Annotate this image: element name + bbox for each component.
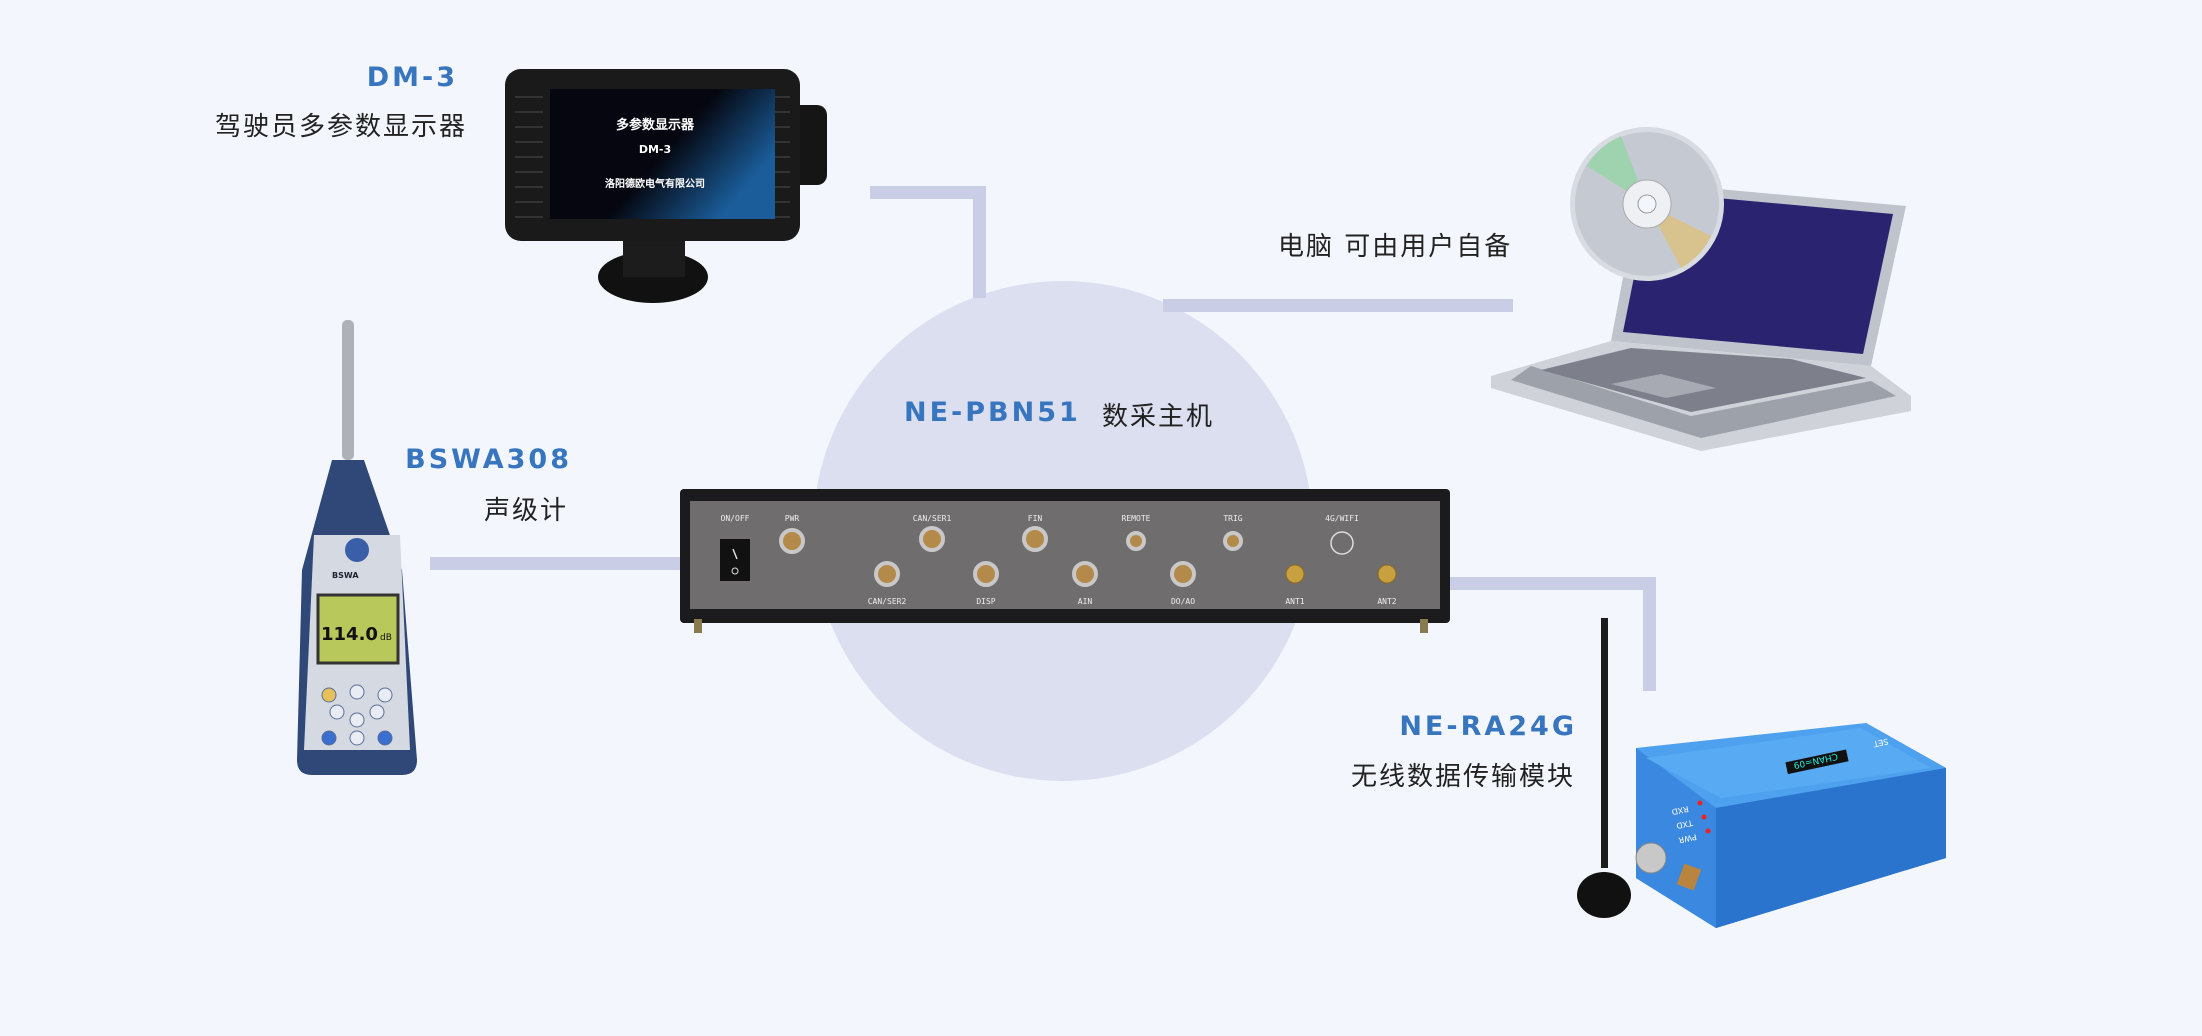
connector-wireless xyxy=(1448,577,1656,590)
connector-sound-meter xyxy=(430,557,682,570)
sound-meter-brand: BSWA xyxy=(332,571,359,580)
cd-icon xyxy=(1570,127,1724,281)
sound-meter-reading: 114.0 xyxy=(321,624,378,645)
display-model: DM-3 xyxy=(366,62,458,93)
connector-display xyxy=(870,186,986,199)
svg-text:4G/WIFI: 4G/WIFI xyxy=(1325,514,1359,523)
sound-meter-model: BSWA308 xyxy=(405,444,572,475)
wireless-led-label: PWR xyxy=(1677,832,1697,845)
sound-meter-description: 声级计 xyxy=(483,496,568,526)
wireless-model: NE-RA24G xyxy=(1399,711,1577,742)
wireless-device: CHAN=09 SET RXD TXD PWR xyxy=(1577,618,1946,928)
center-model: NE-PBN51 xyxy=(904,397,1081,428)
center-description: 数采主机 xyxy=(1102,402,1215,432)
display-screen-title: 多参数显示器 xyxy=(616,117,695,133)
svg-text:ANT1: ANT1 xyxy=(1285,597,1304,606)
computer-description: 电脑 可由用户自备 xyxy=(1278,232,1513,262)
display-description: 驾驶员多参数显示器 xyxy=(214,112,467,142)
main-unit: ON/OFF PWR CAN/SER1 FIN REMOTE TRIG 4G/W… xyxy=(680,489,1450,633)
wireless-description: 无线数据传输模块 xyxy=(1350,762,1575,792)
wireless-set-button: SET xyxy=(1873,737,1890,749)
svg-text:DISP: DISP xyxy=(976,597,995,606)
connector-wireless-vertical xyxy=(1643,577,1656,691)
svg-text:CAN/SER2: CAN/SER2 xyxy=(868,597,907,606)
svg-text:ANT2: ANT2 xyxy=(1377,597,1396,606)
laptop-icon xyxy=(1491,127,1911,451)
sound-meter-device: BSWA 114.0 dB xyxy=(297,320,417,775)
svg-text:AIN: AIN xyxy=(1078,597,1093,606)
svg-text:PWR: PWR xyxy=(785,514,800,523)
svg-text:FIN: FIN xyxy=(1028,514,1043,523)
wireless-led-label: RXD xyxy=(1671,804,1690,816)
display-screen-model: DM-3 xyxy=(639,143,671,156)
svg-text:DO/AO: DO/AO xyxy=(1171,597,1195,606)
display-screen-company: 洛阳德欧电气有限公司 xyxy=(605,177,705,190)
svg-text:TRIG: TRIG xyxy=(1223,514,1242,523)
main-unit-ports: ON/OFF PWR CAN/SER1 FIN REMOTE TRIG 4G/W… xyxy=(721,514,1397,606)
sound-meter-unit: dB xyxy=(380,633,392,643)
svg-text:REMOTE: REMOTE xyxy=(1122,514,1151,523)
wireless-led-label: TXD xyxy=(1675,818,1694,830)
connector-computer xyxy=(1163,299,1513,312)
display-device: 多参数显示器 DM-3 洛阳德欧电气有限公司 xyxy=(505,69,827,303)
svg-text:ON/OFF: ON/OFF xyxy=(721,514,750,523)
connector-display-vertical xyxy=(973,186,986,298)
svg-text:CAN/SER1: CAN/SER1 xyxy=(913,514,952,523)
